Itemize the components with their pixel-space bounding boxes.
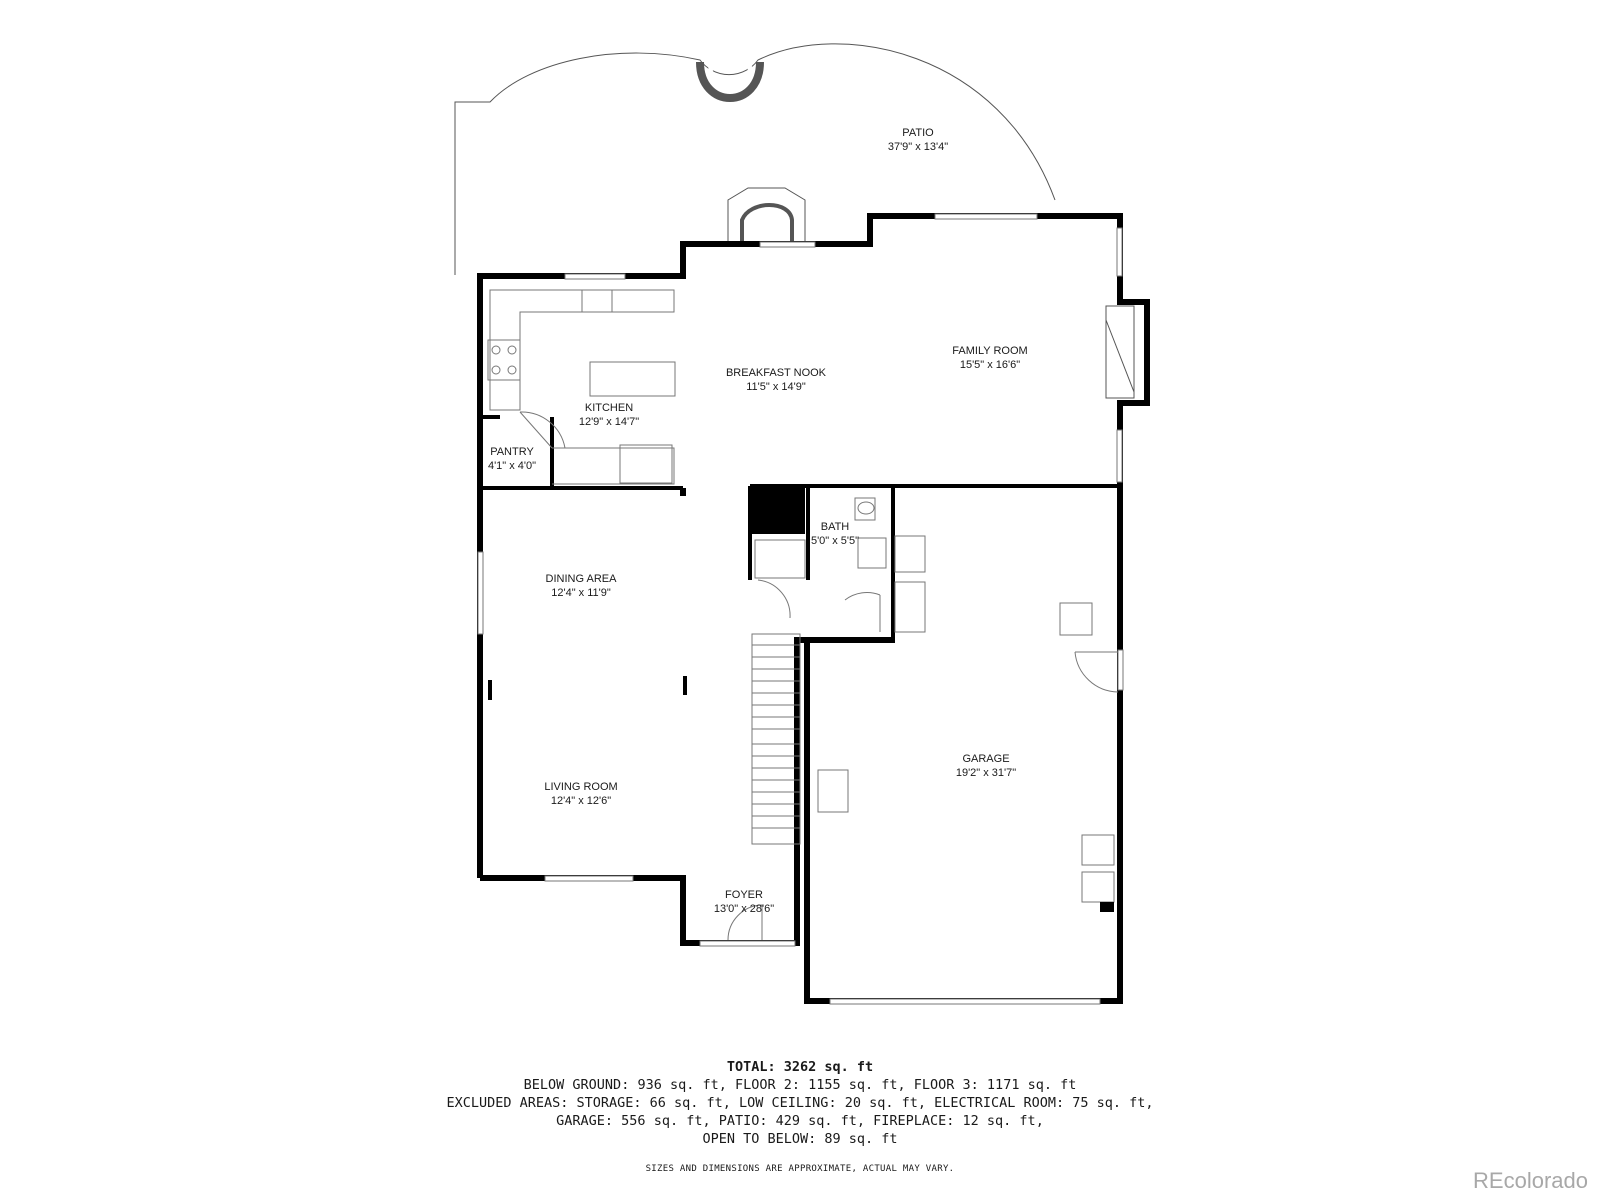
disclaimer: SIZES AND DIMENSIONS ARE APPROXIMATE, AC… [645,1164,955,1174]
patio-oven-inner [740,203,794,244]
room-label-breakfast-nook: BREAKFAST NOOK 11'5" x 14'9" [726,366,826,394]
room-dimensions: 4'1" x 4'0" [487,460,537,472]
summary-line-4: OPEN TO BELOW: 89 sq. ft [702,1131,898,1147]
summary-line-2: EXCLUDED AREAS: STORAGE: 66 sq. ft, LOW … [446,1095,1154,1111]
room-label-family-room: FAMILY ROOM 15'5" x 16'6" [952,344,1027,372]
room-label-kitchen: KITCHEN 12'9" x 14'7" [579,401,639,429]
room-dimensions: 11'5" x 14'9" [746,381,806,393]
windows [477,213,1124,1005]
storage-closet [750,486,805,534]
interior-walls [480,415,1120,700]
patio-outline [454,43,1056,275]
room-label-patio: PATIO 37'9" x 13'4" [888,126,948,154]
watermark-logo: REcolorado [1473,1168,1588,1193]
room-dimensions: 12'4" x 12'6" [550,795,612,807]
bath-fixtures [754,497,887,632]
patio-bay-curve [696,61,764,102]
room-label-dining-area: DINING AREA 12'4" x 11'9" [546,572,617,600]
room-name: GARAGE [962,753,1010,765]
room-dimensions: 15'5" x 16'6" [959,359,1021,371]
room-name: PATIO [902,127,934,139]
room-label-pantry: PANTRY 4'1" x 4'0" [488,445,536,473]
room-label-bath: BATH 5'0" x 5'5" [811,520,859,548]
summary-line-3: GARAGE: 556 sq. ft, PATIO: 429 sq. ft, F… [556,1113,1044,1129]
room-name: KITCHEN [584,402,634,414]
garage-post [1100,902,1114,912]
patio-bay-curve-inner [708,63,752,93]
total-area: TOTAL: 3262 sq. ft [726,1059,874,1075]
summary-line-1: BELOW GROUND: 936 sq. ft, FLOOR 2: 1155 … [523,1077,1077,1093]
patio-oven-arch [727,187,806,244]
room-name: BREAKFAST NOOK [725,367,827,379]
foyer-door [727,904,763,941]
room-dimensions: 12'9" x 14'7" [578,416,640,428]
room-dimensions: 13'0" x 28'6" [713,903,775,915]
room-dimensions: 5'0" x 5'5" [810,535,860,547]
room-name: DINING AREA [545,573,617,585]
stairs [751,633,801,845]
room-name: PANTRY [490,446,534,458]
fireplace [1105,305,1135,399]
room-dimensions: 37'9" x 13'4" [887,141,949,153]
room-name: FOYER [725,889,763,901]
exterior-walls [477,213,1150,1004]
kitchen-counters [487,289,676,485]
room-name: LIVING ROOM [544,781,618,793]
room-dimensions: 19'2" x 31'7" [955,767,1017,779]
room-name: FAMILY ROOM [952,345,1028,357]
area-summary: TOTAL: 3262 sq. ft BELOW GROUND: 936 sq.… [0,1058,1600,1148]
room-label-garage: GARAGE 19'2" x 31'7" [956,752,1016,780]
room-label-foyer: FOYER 13'0" x 28'6" [714,888,774,916]
room-dimensions: 12'4" x 11'9" [551,587,611,599]
room-name: BATH [820,521,850,533]
garage-fixtures [817,535,1119,903]
room-label-living-room: LIVING ROOM 12'4" x 12'6" [544,780,617,808]
